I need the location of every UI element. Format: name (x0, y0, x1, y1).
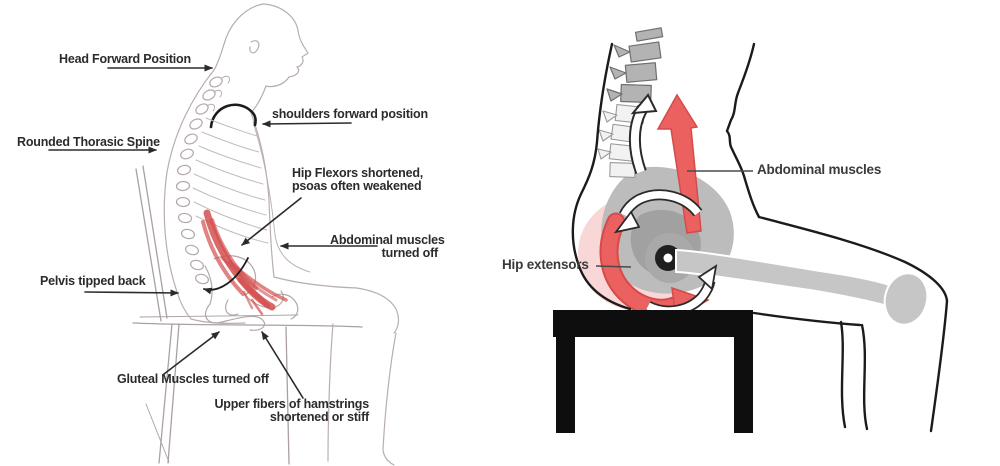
hip-extensors-label-line (595, 265, 632, 268)
pelvis-tipped-arrow (84, 289, 179, 297)
arm-sketch (252, 121, 311, 273)
label-pelvis-tipped-back: Pelvis tipped back (40, 274, 146, 288)
hip-flexors-arrow (241, 197, 302, 246)
label-gluteal-muscles-turned-off: Gluteal Muscles turned off (117, 372, 269, 386)
rotation-arrow-top (613, 189, 703, 234)
label-hip-extensors: Hip extensors (502, 257, 589, 272)
spine-sketch (175, 75, 231, 285)
label-head-forward-position: Head Forward Position (59, 52, 191, 66)
label-hamstrings-line1: Upper fibers of hamstrings (214, 397, 369, 411)
label-arrows (48, 64, 378, 399)
spine-direction-arrow (628, 93, 658, 175)
spine-vertebrae (597, 27, 664, 178)
pelvis-rotation-arrow (203, 257, 249, 295)
pencil-figure-outline (163, 3, 400, 466)
chair-sketch (132, 165, 363, 465)
ear-sketch (249, 40, 260, 54)
label-hamstrings-shortened: Upper fibers of hamstrings shortened or … (205, 398, 369, 423)
label-rounded-thorasic-spine: Rounded Thorasic Spine (17, 135, 160, 149)
hamstrings-arrow (261, 331, 304, 399)
label-shoulders-forward-position: shoulders forward position (272, 107, 428, 121)
body-outline (571, 42, 949, 433)
label-hip-flexors-shortened: Hip Flexors shortened, psoas often weake… (292, 167, 423, 192)
shoulders-forward-arrow (262, 120, 352, 128)
shoulder-arc (209, 103, 257, 129)
rotation-arrow-bottom (645, 264, 718, 317)
pelvis-mechanics-diagram (553, 27, 949, 433)
label-abdominal-off-line1: Abdominal muscles (330, 233, 445, 247)
label-hip-flexors-line2: psoas often weakened (292, 178, 422, 193)
label-abdominal-off-line2: turned off (381, 245, 439, 260)
label-abdominal-muscles: Abdominal muscles (757, 162, 882, 177)
ribs-sketch (192, 117, 269, 244)
hip-joint (655, 245, 681, 271)
stool (553, 310, 753, 433)
label-hamstrings-line2: shortened or stiff (269, 409, 369, 424)
label-hip-flexors-line1: Hip Flexors shortened, (292, 166, 424, 180)
seated-posture-sketch (48, 3, 400, 466)
femur-bone (675, 248, 929, 326)
label-abdominal-muscles-turned-off: Abdominal muscles turned off (330, 233, 445, 260)
gluteal-arrow (163, 331, 220, 375)
psoas-muscle-highlight (201, 209, 288, 316)
